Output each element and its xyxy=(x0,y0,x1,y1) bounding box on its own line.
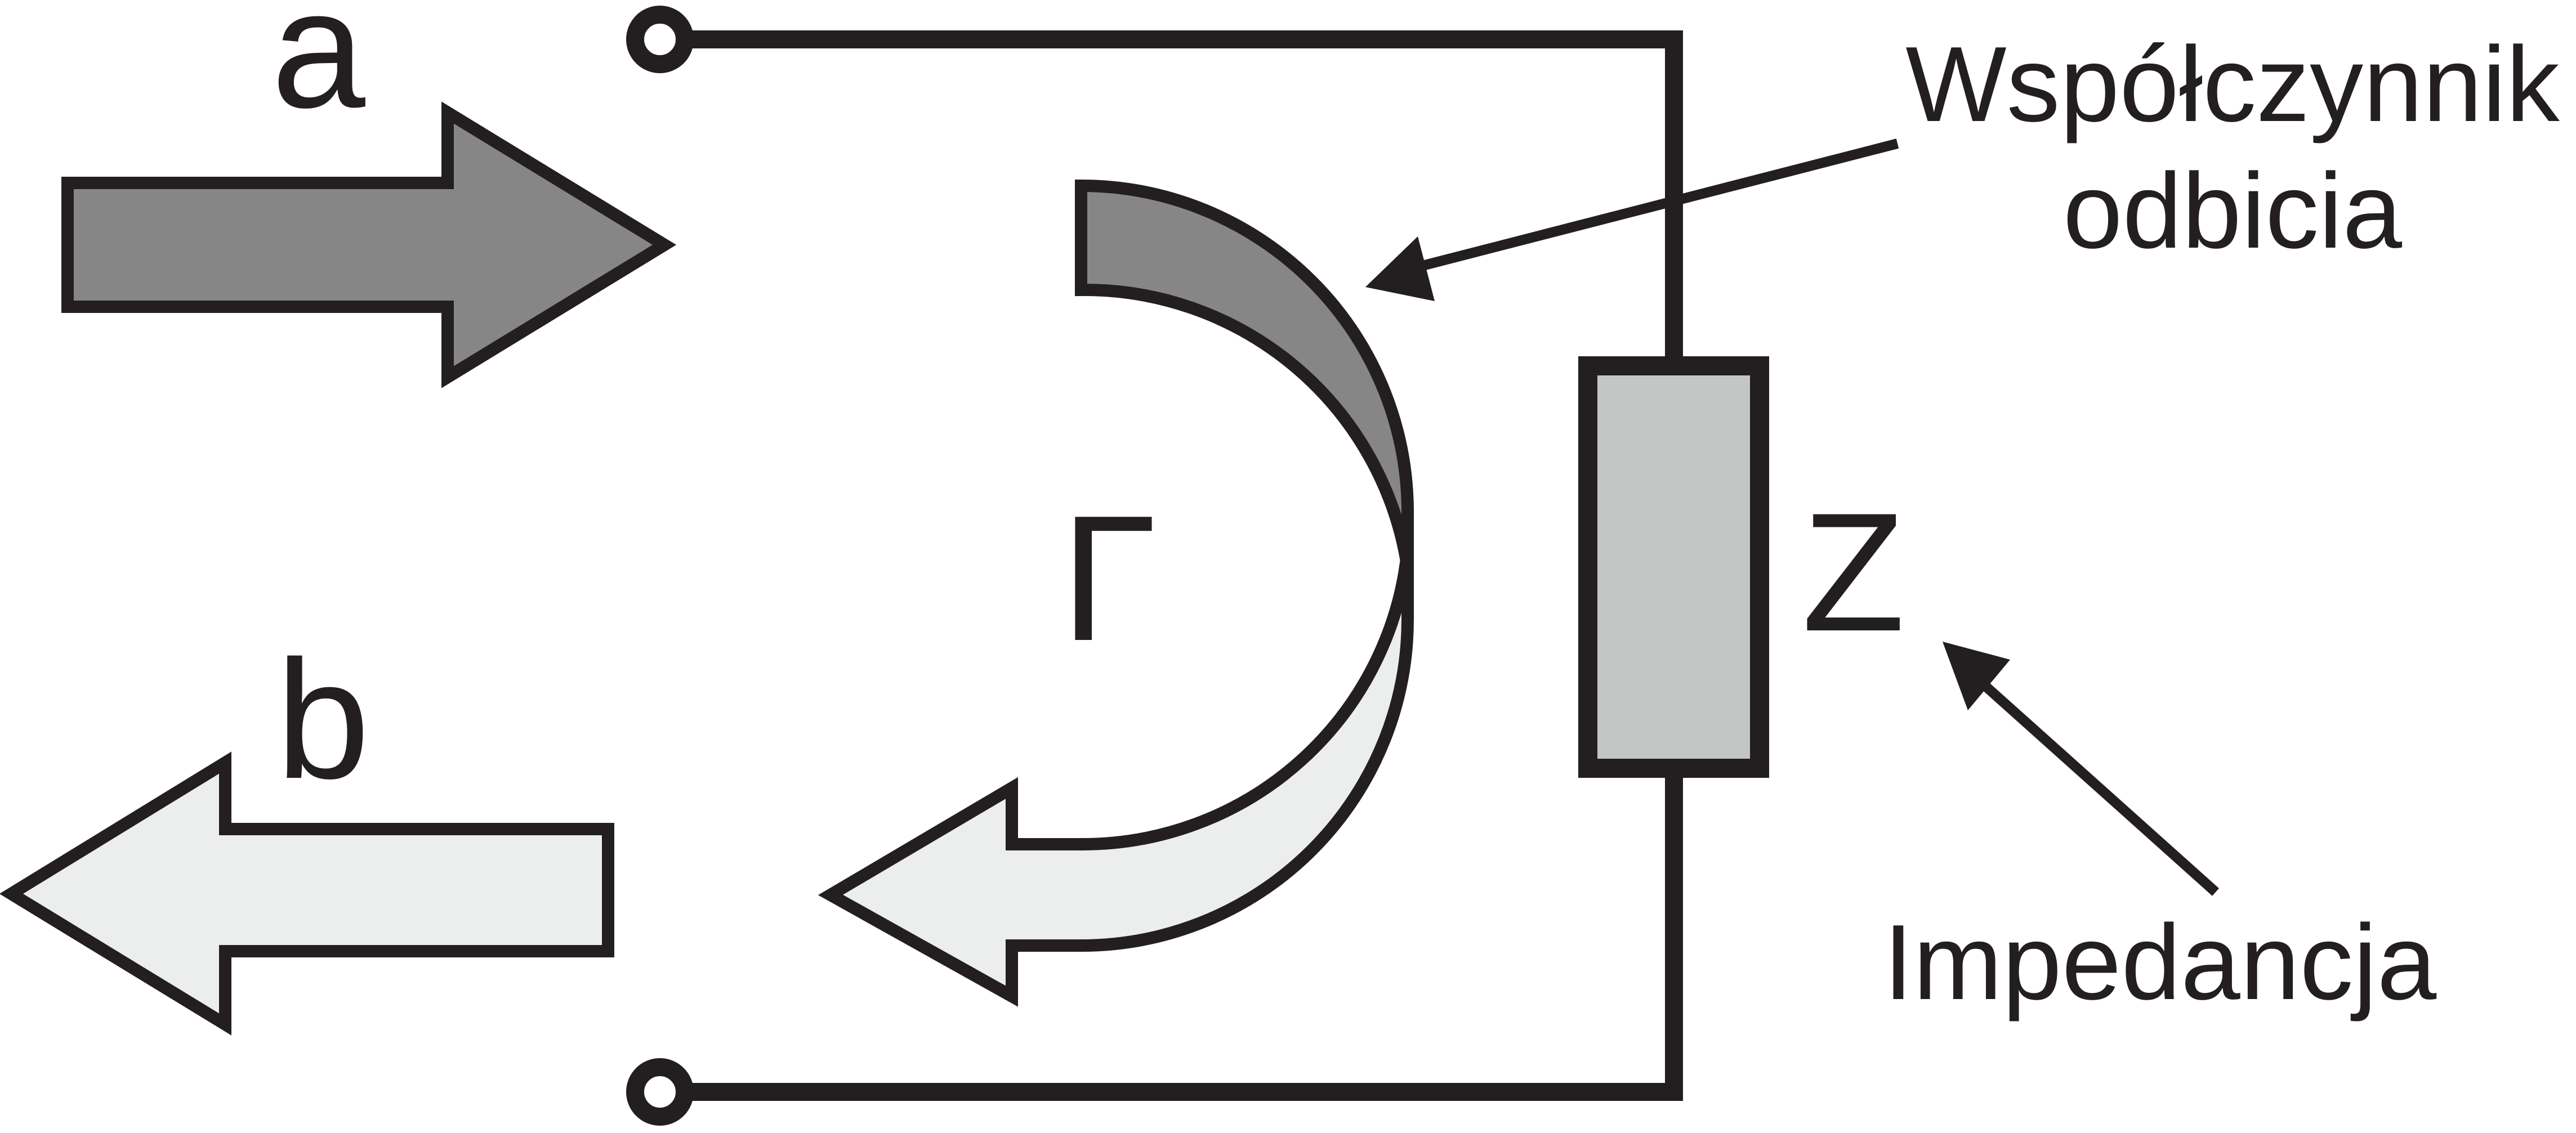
reflected-wave-label: b xyxy=(276,625,370,814)
reflection-pointer-head xyxy=(1365,236,1435,301)
incident-wave-label: a xyxy=(271,0,367,143)
impedance-note: Impedancja xyxy=(1883,903,2437,1022)
reflection-pointer-line xyxy=(1414,138,1899,272)
reflection-curve-upper xyxy=(1075,179,1414,570)
incident-arrow xyxy=(61,101,677,388)
impedance-pointer-line xyxy=(1970,671,2220,896)
reflected-arrow xyxy=(0,751,614,1036)
top-terminal xyxy=(626,6,694,73)
reflection-coefficient-symbol: Γ xyxy=(1059,483,1154,680)
bottom-wire xyxy=(660,774,1683,1101)
impedance-pointer-head xyxy=(1943,642,2010,710)
reflection-note-line1: Współczynnik xyxy=(1905,25,2560,144)
reflection-curve-lower xyxy=(818,548,1414,1007)
reflection-note-line2: odbicia xyxy=(2063,151,2402,271)
top-wire xyxy=(660,30,1683,360)
impedance-symbol: Z xyxy=(1802,477,1905,666)
bottom-terminal xyxy=(626,1058,694,1126)
impedance-block xyxy=(1578,356,1769,778)
